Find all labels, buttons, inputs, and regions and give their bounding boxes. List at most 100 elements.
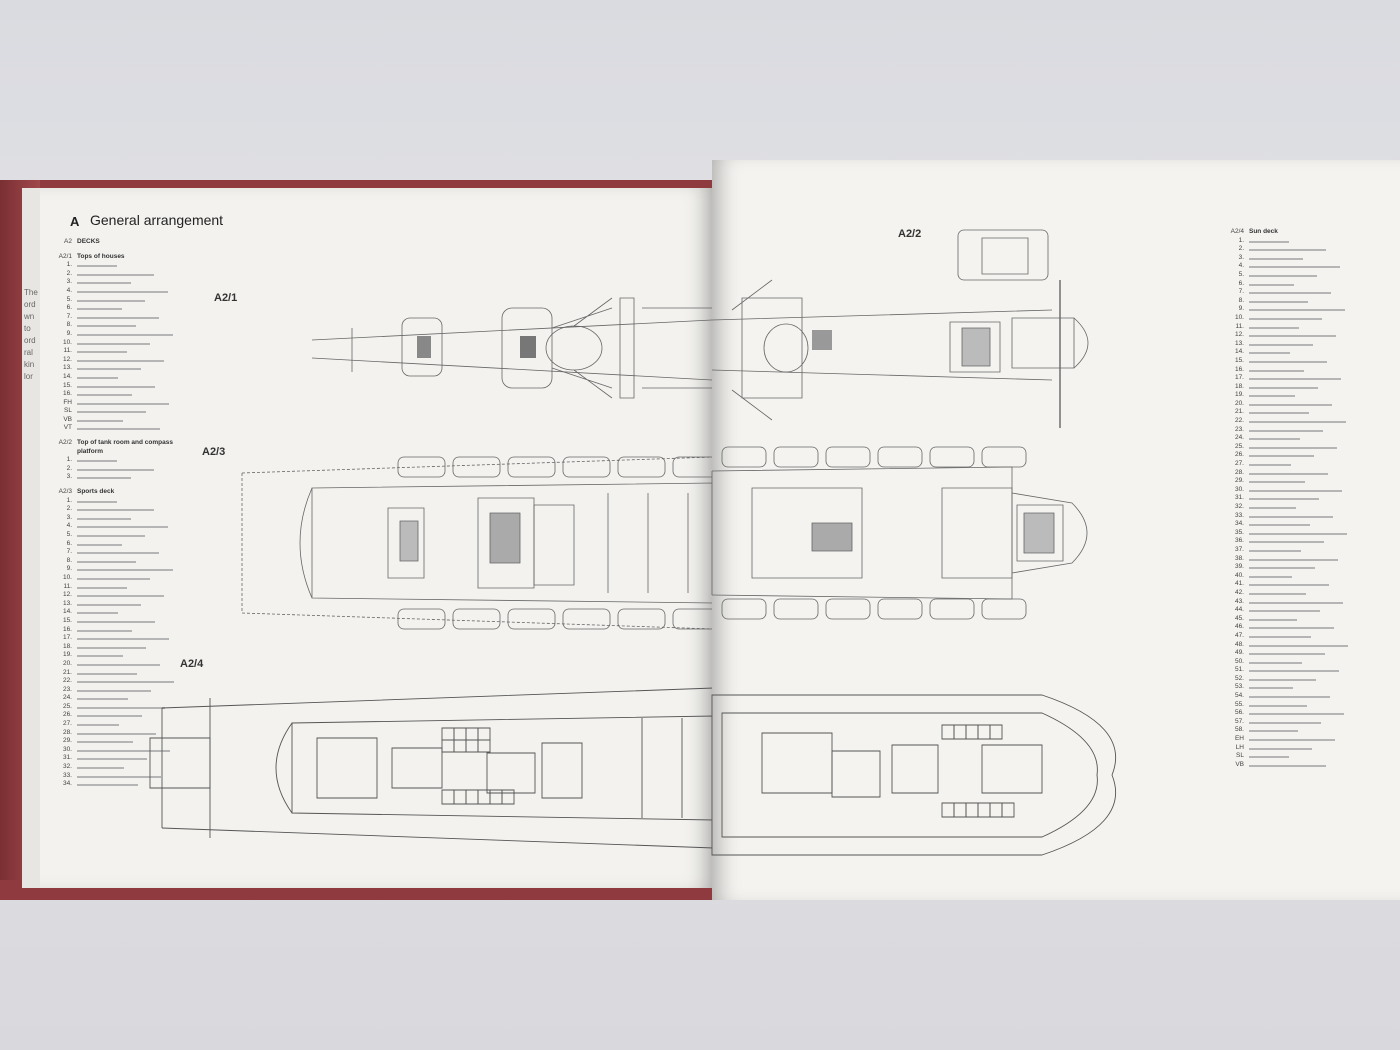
legend-item: 22. — [44, 677, 204, 686]
legend-item-number: 41. — [1234, 580, 1244, 588]
legend-item-number: 6. — [1238, 279, 1244, 287]
legend-item-text-illegible — [77, 351, 127, 354]
plan-label-a2-3: A2/3 — [202, 446, 226, 458]
legend-item-text-illegible — [1249, 352, 1290, 355]
legend-item: 12. — [44, 356, 204, 365]
cabin-cell — [442, 790, 454, 804]
edge-text: lor — [24, 372, 33, 381]
lifeboat-outline — [722, 447, 766, 467]
legend-item-number: 9. — [66, 329, 72, 337]
legend-item-text-illegible — [77, 368, 141, 371]
legend-item: 54. — [1216, 692, 1376, 701]
legend-item: 9. — [1216, 305, 1376, 314]
legend-item-text-illegible — [1249, 472, 1328, 475]
cabin-cell — [502, 790, 514, 804]
legend-item-number: 56. — [1234, 709, 1244, 717]
legend-item: 35. — [1216, 529, 1376, 538]
legend-item-number: 5. — [1238, 270, 1244, 278]
legend-item-number: 27. — [62, 720, 72, 728]
legend-item-text-illegible — [77, 282, 131, 285]
legend-item-number: 21. — [62, 668, 72, 676]
section-title: General arrangement — [90, 212, 224, 228]
legend-item-number: 43. — [1234, 597, 1244, 605]
edge-text: to — [24, 324, 31, 333]
legend-item-text-illegible — [77, 672, 137, 675]
legend-item-number: 7. — [66, 548, 72, 556]
legend-item: 7. — [1216, 288, 1376, 297]
legend-item-text-illegible — [77, 603, 141, 606]
legend-item: VT — [44, 424, 204, 433]
legend-item: 56. — [1216, 709, 1376, 718]
legend-item-number: 4. — [66, 522, 72, 530]
legend-item: 46. — [1216, 623, 1376, 632]
legend-item-number: 23. — [62, 685, 72, 693]
legend-item-text-illegible — [1249, 395, 1295, 398]
legend-item-text-illegible — [77, 402, 169, 405]
cabin-cell — [966, 803, 978, 817]
legend-item-number: 16. — [62, 390, 72, 398]
legend-item-text-illegible — [77, 273, 154, 276]
legend-item-text-illegible — [77, 552, 159, 555]
legend-item-number: 8. — [1238, 296, 1244, 304]
cabin-cell — [454, 790, 466, 804]
legend-item: 2. — [44, 505, 204, 514]
lifeboat-outline — [618, 457, 665, 477]
legend-item-text-illegible — [77, 308, 122, 311]
legend-item-text-illegible — [1249, 360, 1327, 363]
legend-heading: Sports deck — [77, 488, 115, 496]
legend-item: 9. — [44, 330, 204, 339]
legend-item-number: 48. — [1234, 640, 1244, 648]
lifeboat-outline — [930, 447, 974, 467]
legend-item-number: VB — [63, 415, 72, 423]
legend-item-text-illegible — [1249, 335, 1336, 338]
legend-item-number: 13. — [62, 599, 72, 607]
legend-item-number: 1. — [66, 496, 72, 504]
plan-label-a2-4: A2/4 — [180, 658, 204, 670]
legend-item-text-illegible — [1249, 369, 1304, 372]
legend-item: 5. — [44, 531, 204, 540]
legend-item-number: 3. — [66, 473, 72, 481]
legend-item-number: 19. — [62, 651, 72, 659]
cabin-cell — [954, 803, 966, 817]
cabin-cell — [454, 728, 466, 740]
lifeboat-outline — [508, 609, 555, 629]
legend-item-number: 44. — [1234, 606, 1244, 614]
legend-item-text-illegible — [77, 569, 173, 572]
legend-item: SL — [44, 407, 204, 416]
legend-item-number: 47. — [1234, 631, 1244, 639]
legend-item: 43. — [1216, 598, 1376, 607]
lifeboat-outline — [774, 447, 818, 467]
section-letter: A — [70, 214, 80, 229]
lifeboat-outline — [398, 457, 445, 477]
legend-item-number: 10. — [62, 573, 72, 581]
legend-item-number: 50. — [1234, 657, 1244, 665]
legend-item: 10. — [44, 574, 204, 583]
legend-item-text-illegible — [77, 560, 136, 563]
legend-item: 41. — [1216, 580, 1376, 589]
legend-item-text-illegible — [1249, 257, 1303, 260]
legend-item: 31. — [44, 754, 204, 763]
legend-item: 13. — [1216, 340, 1376, 349]
legend-item: 3. — [44, 514, 204, 523]
legend-item: 30. — [1216, 486, 1376, 495]
legend-item: 10. — [1216, 314, 1376, 323]
legend-item-number: VB — [1235, 760, 1244, 768]
legend-item-text-illegible — [1249, 644, 1348, 647]
legend-item-text-illegible — [1249, 541, 1324, 544]
legend-item: 25. — [44, 703, 204, 712]
deck-plan-a2-3-left — [228, 443, 714, 648]
legend-item-number: 12. — [62, 591, 72, 599]
legend-item: 1. — [44, 261, 204, 270]
cabin-cell — [442, 740, 454, 752]
legend-item-number: 12. — [1234, 331, 1244, 339]
legend-item: 11. — [44, 347, 204, 356]
legend-item-text-illegible — [1249, 747, 1312, 750]
legend-item-text-illegible — [77, 741, 133, 744]
legend-item-text-illegible — [1249, 438, 1300, 441]
legend-item-text-illegible — [1249, 532, 1347, 535]
legend-item: 14. — [44, 608, 204, 617]
legend-item: 51. — [1216, 666, 1376, 675]
legend-item: 13. — [44, 600, 204, 609]
legend-item: 3. — [1216, 254, 1376, 263]
legend-item-text-illegible — [1249, 558, 1338, 561]
